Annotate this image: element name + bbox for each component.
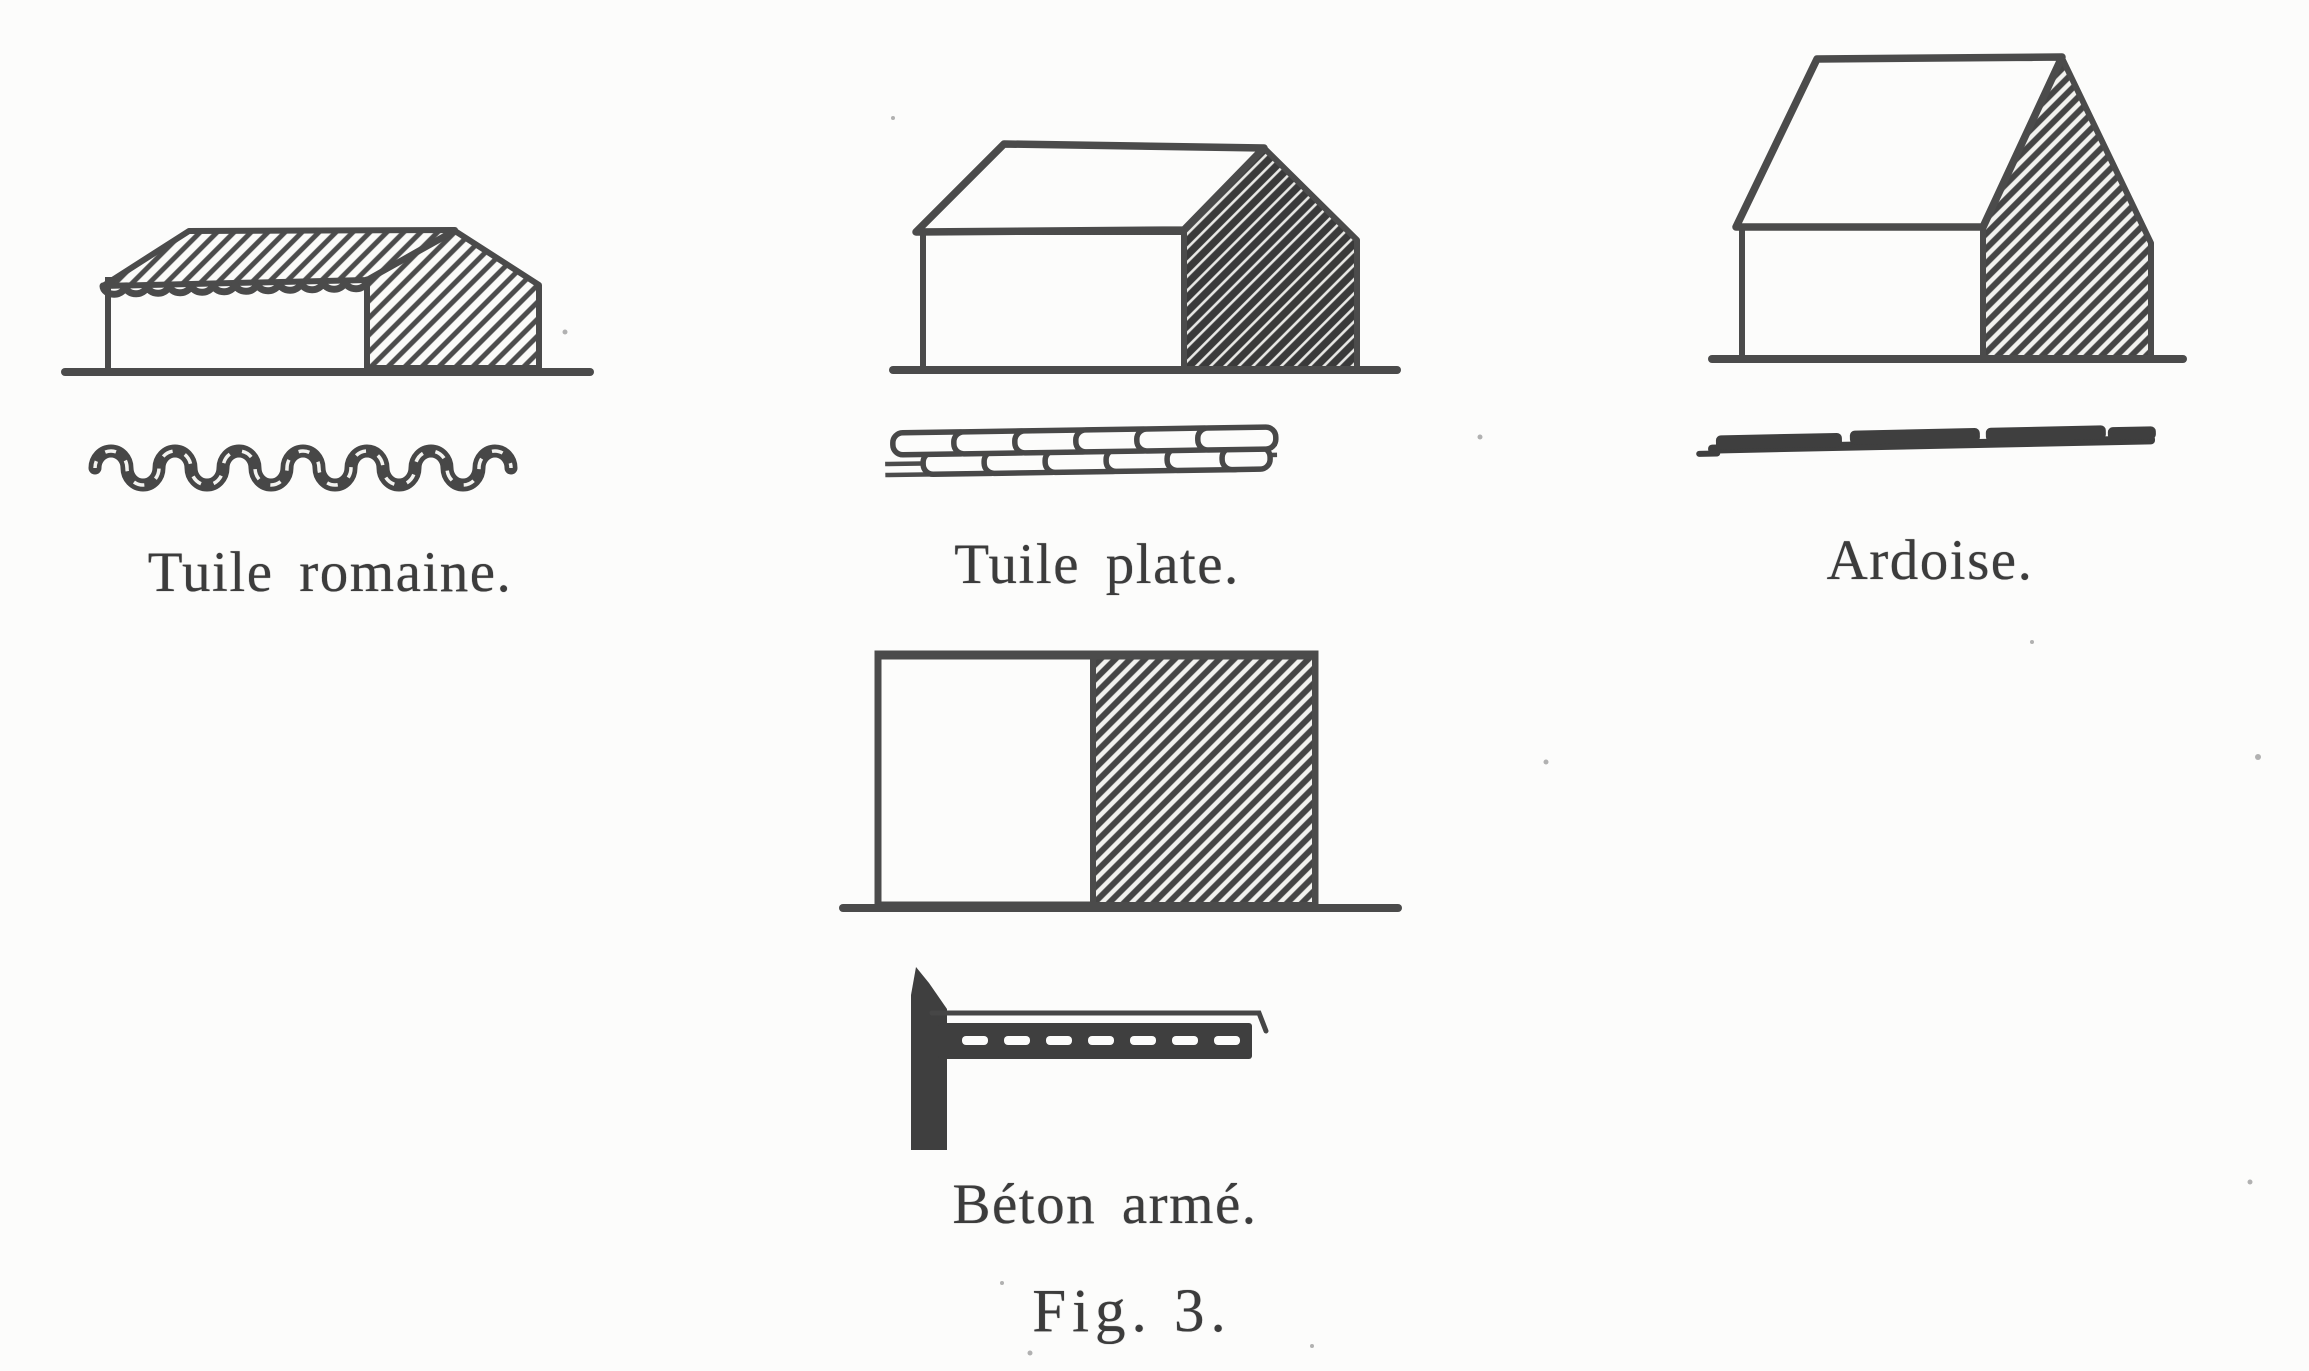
flat-tile-bottom-row [920,444,1273,478]
slate-slab [1985,425,2106,442]
roman-tile-wave [88,444,518,492]
ardoise-house-drawing [1708,53,2187,363]
roman-tile-wave-highlight [93,449,513,487]
front-wall [1739,224,1986,361]
label-tuile-plate: Tuile plate. [954,533,1240,596]
beton-arme-block-drawing [839,650,1402,912]
rebar-dashes [962,1036,1240,1045]
tuile-plate-house-drawing [889,140,1401,374]
slate-profile-drawing [1696,425,2156,457]
label-beton-arme: Béton armé. [952,1173,1258,1236]
figure-caption: Fig. 3. [1032,1278,1232,1345]
flat-roof-block-hatched-half [1090,651,1318,908]
slate-slab [2107,426,2156,441]
roman-tile-profile-drawing [88,444,518,492]
slate-slab [1715,432,1842,450]
tuile-romaine-house-drawing [61,227,594,376]
roof-plane [912,140,1268,236]
roman-tile-eave-scallops [99,276,371,298]
slate-slab [1849,428,1980,445]
slate-edge-tick [1696,450,1721,457]
label-ardoise: Ardoise. [1826,529,2034,592]
roof-plane [1732,53,2066,231]
scan-specks [562,116,2261,1356]
slab-top-line [929,1010,1269,1034]
front-wall [105,277,370,374]
label-tuile-romaine: Tuile romaine. [147,541,513,604]
flat-tile-profile-drawing [885,424,1279,478]
flat-tile-top-row [890,424,1279,458]
front-wall [920,229,1187,372]
beton-arme-profile-drawing [911,967,1269,1150]
